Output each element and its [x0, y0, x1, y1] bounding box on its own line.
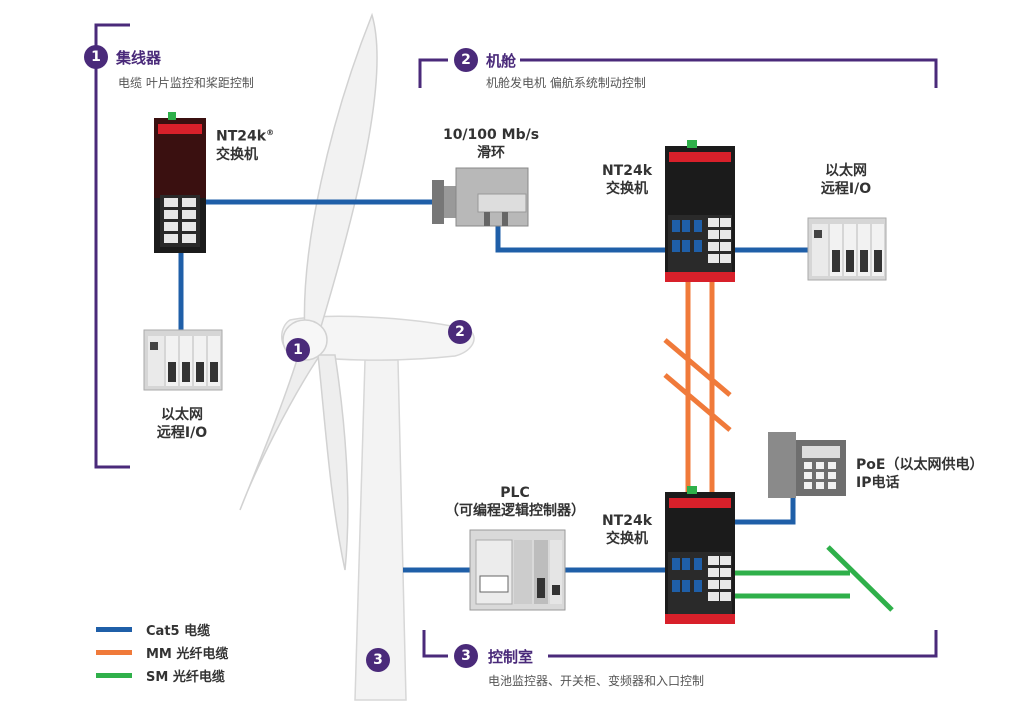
control-room-section-subtitle: 电池监控器、开关柜、变频器和入口控制 [488, 674, 705, 688]
plc-label: PLC（可编程逻辑控制器） [445, 485, 585, 519]
nacelle-section-subtitle: 机舱发电机 偏航系统制动控制 [486, 76, 646, 90]
hub-bracket [94, 23, 130, 469]
legend-mm-label: MM 光纤电缆 [146, 646, 229, 662]
legend-sm-label: SM 光纤电缆 [146, 669, 225, 685]
sm-fiber-cables [735, 545, 894, 612]
legend-mm-swatch [96, 649, 132, 655]
hub-switch-label: NT24k®交换机 [216, 128, 275, 163]
legend-mm: MM 光纤电缆 [96, 643, 229, 662]
turbine-blade-left [239, 349, 322, 511]
nacelle-section-title: 机舱 [486, 52, 517, 70]
hub-section-title: 集线器 [116, 49, 162, 67]
nacelle-section-number: 2 [454, 48, 478, 72]
ip-phone [768, 432, 846, 498]
cat5-cables [178, 199, 808, 573]
nacelle-bracket [418, 58, 938, 88]
ip-phone-label: PoE（以太网供电）IP电话 [856, 457, 984, 491]
control-room-section-title: 控制室 [488, 648, 534, 666]
slip-ring [432, 167, 529, 227]
turbine-blade-top [303, 12, 378, 337]
nacelle-switch [665, 140, 735, 282]
nacelle-remote-io-label: 以太网远程I/O [820, 163, 872, 197]
legend-sm-swatch [96, 672, 132, 678]
turbine-marker-2: 2 [448, 320, 472, 344]
control-room-section-number: 3 [454, 644, 478, 668]
turbine-blade-lower [317, 354, 349, 571]
legend-cat5-swatch [96, 626, 132, 632]
turbine-marker-1: 1 [286, 338, 310, 362]
legend-cat5-label: Cat5 电缆 [146, 623, 211, 639]
control-room-bracket [422, 630, 938, 658]
legend-cat5: Cat5 电缆 [96, 620, 211, 639]
hub-section-subtitle: 电缆 叶片监控和桨距控制 [118, 76, 254, 90]
turbine-marker-3: 3 [366, 648, 390, 672]
control-room-switch [665, 486, 735, 624]
nacelle-remote-io [807, 217, 887, 281]
mm-fiber-cables [663, 282, 732, 492]
hub-section-number: 1 [84, 45, 108, 69]
hub-switch [154, 112, 206, 253]
hub-remote-io [143, 329, 223, 391]
legend-sm: SM 光纤电缆 [96, 666, 225, 685]
plc-device [469, 529, 566, 611]
hub-remote-io-label: 以太网远程I/O [156, 407, 208, 441]
